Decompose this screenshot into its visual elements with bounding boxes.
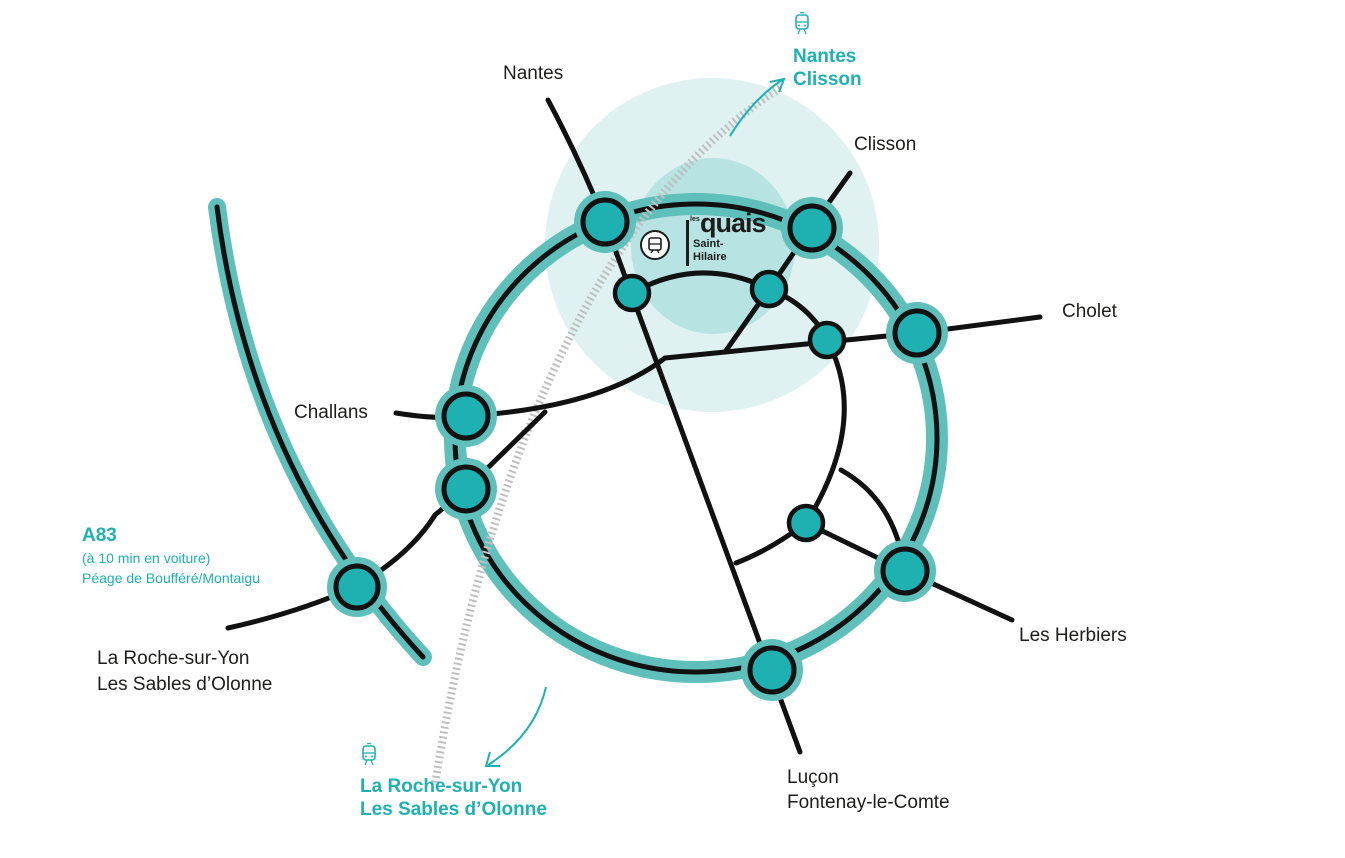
logo-line1: Saint- xyxy=(693,238,724,250)
a83-toll: Péage de Boufféré/Montaigu xyxy=(82,570,260,586)
a83-name: A83 xyxy=(82,525,117,546)
rail-north-label: Nantes Clisson xyxy=(793,45,862,91)
label-cholet: Cholet xyxy=(1062,301,1117,322)
rail-south-line1: La Roche-sur-Yon xyxy=(360,776,523,797)
logo-saint-hilaire: Saint- Hilaire xyxy=(693,238,727,264)
label-lucon: Luçon xyxy=(787,767,839,788)
logo-les: les xyxy=(690,216,700,223)
rail-north-line1: Nantes xyxy=(793,46,857,67)
rail-arrow-south xyxy=(487,686,547,766)
rail-south-label: La Roche-sur-Yon Les Sables d’Olonne xyxy=(360,775,547,821)
train-icon xyxy=(362,743,376,766)
road-cross xyxy=(662,330,920,361)
rail-arrowhead-south xyxy=(484,751,500,767)
label-challans: Challans xyxy=(294,402,368,423)
road-inner-arc xyxy=(629,270,847,526)
logo-quais: quais xyxy=(700,208,767,238)
road-challans xyxy=(393,355,668,420)
a83-motorway xyxy=(208,198,432,666)
rail-south-line2: Les Sables d’Olonne xyxy=(360,799,547,820)
label-les-sables: Les Sables d’Olonne xyxy=(97,674,273,695)
logo-line2: Hilaire xyxy=(693,251,727,263)
inner-junctions xyxy=(612,269,847,543)
label-clisson: Clisson xyxy=(854,134,917,155)
label-la-roche-sur-yon: La Roche-sur-Yon xyxy=(97,648,250,669)
rail-arrowhead-north xyxy=(769,77,786,93)
a83-motorway-core xyxy=(214,204,426,660)
a83-time: (à 10 min en voiture) xyxy=(82,550,211,566)
train-icon xyxy=(795,12,809,35)
rail-arrow-north xyxy=(729,79,783,137)
quais-saint-hilaire-logo: les quais Saint- Hilaire xyxy=(640,208,767,268)
tram-icon xyxy=(640,230,670,260)
a83-label: A83 (à 10 min en voiture) Péage de Bouff… xyxy=(82,524,260,588)
label-fontenay: Fontenay-le-Comte xyxy=(787,792,950,813)
ring-junctions xyxy=(327,191,948,701)
label-nantes: Nantes xyxy=(503,63,564,84)
label-les-herbiers: Les Herbiers xyxy=(1019,625,1127,646)
logo-bar xyxy=(686,220,689,266)
rail-north-line2: Clisson xyxy=(793,69,862,90)
